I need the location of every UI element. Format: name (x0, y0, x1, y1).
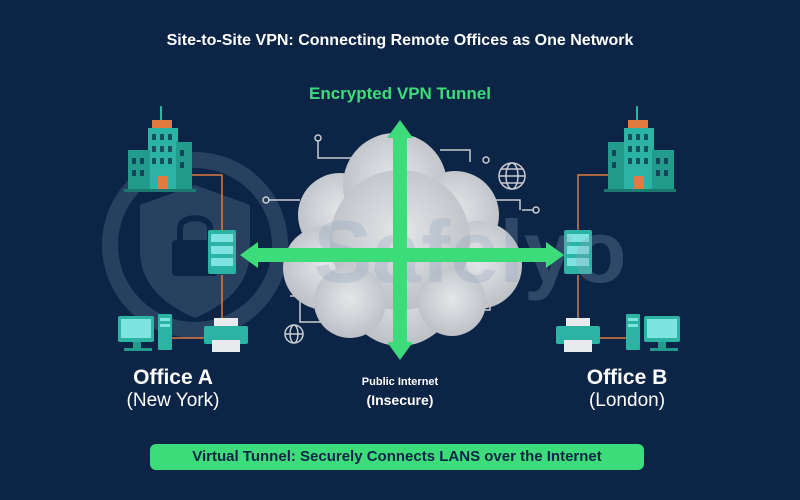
internet-label: Public Internet (361, 376, 439, 388)
office-b-name: Office B (586, 366, 668, 389)
office-b-desktop-icon (626, 314, 680, 351)
office-a-desktop-icon (118, 314, 172, 351)
office-a-name: Office A (133, 366, 213, 389)
caption-text: Virtual Tunnel: Securely Connects LANS o… (192, 448, 602, 465)
globe-icon (498, 162, 526, 190)
office-a-building-icon (124, 106, 196, 192)
page-title: Site-to-Site VPN: Connecting Remote Offi… (166, 32, 634, 49)
circuit-lines (262, 134, 540, 323)
internet-security-label: (Insecure) (366, 392, 434, 408)
globe-icon-small (284, 324, 304, 344)
office-b-server-icon (564, 230, 592, 274)
office-b-printer-icon (556, 318, 600, 352)
office-b-building-icon (604, 106, 676, 192)
office-b-city: (London) (588, 390, 666, 411)
tunnel-label: Encrypted VPN Tunnel (309, 84, 491, 103)
office-a-server-icon (208, 230, 236, 274)
vpn-tunnel-arrows (240, 120, 564, 360)
office-a-city: (New York) (126, 390, 220, 411)
office-a-printer-icon (204, 318, 248, 352)
caption-banner: Virtual Tunnel: Securely Connects LANS o… (150, 444, 644, 470)
